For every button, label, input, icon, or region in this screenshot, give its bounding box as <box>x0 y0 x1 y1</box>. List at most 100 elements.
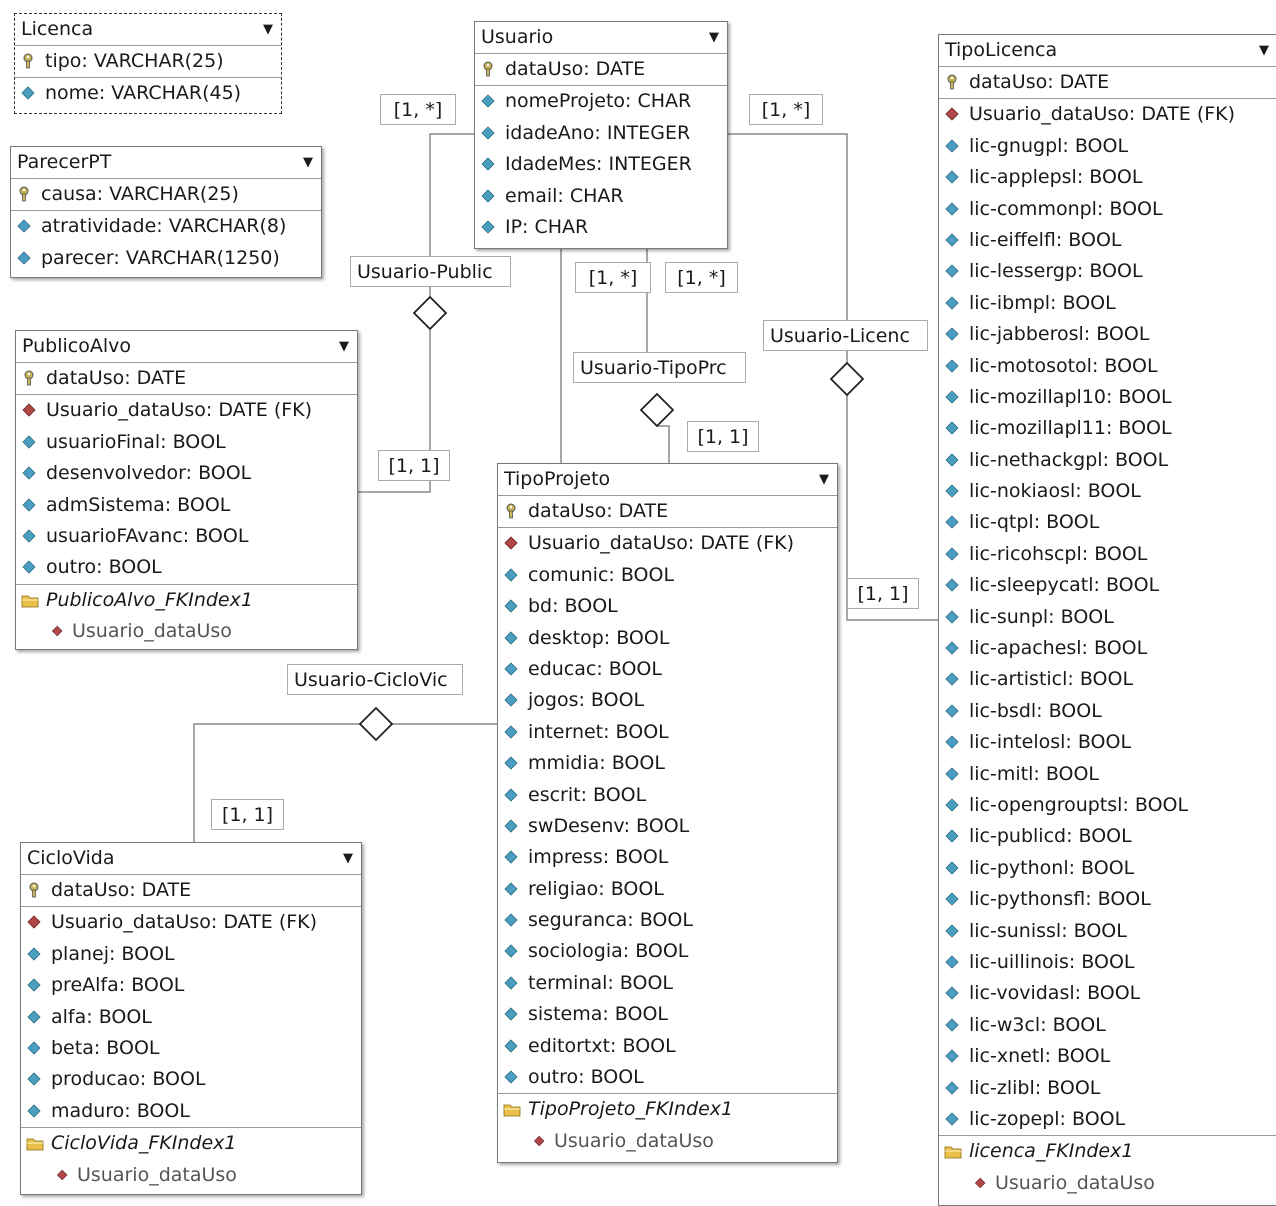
attribute-icon <box>504 568 518 582</box>
dropdown-arrow-icon[interactable]: ▼ <box>709 30 719 45</box>
attribute-icon <box>27 1041 41 1055</box>
attribute-icon <box>945 892 959 906</box>
row-text: swDesenv: BOOL <box>528 814 690 837</box>
attribute-row: lic-qtpl: BOOL <box>939 507 1276 538</box>
attribute-icon <box>504 1039 518 1053</box>
row-text: outro: BOOL <box>528 1066 644 1089</box>
primary-key-section: dataUso: DATE <box>498 496 837 529</box>
attribute-row: educac: BOOL <box>498 654 837 685</box>
dropdown-arrow-icon[interactable]: ▼ <box>343 851 353 866</box>
entity-ciclovida[interactable]: CicloVida▼ dataUso: DATE Usuario_dataUso: … <box>20 842 362 1195</box>
attribute-row: comunic: BOOL <box>498 560 837 591</box>
row-text: idadeAno: INTEGER <box>505 121 691 144</box>
attribute-icon <box>27 947 41 961</box>
attribute-icon <box>504 662 518 676</box>
attribute-icon <box>945 1018 959 1032</box>
entity-title[interactable]: Licenca ▼ <box>15 14 281 46</box>
attribute-icon <box>945 610 959 624</box>
entity-parecerpt[interactable]: ParecerPT▼causa: VARCHAR(25)atratividade… <box>10 146 322 278</box>
attribute-icon <box>945 139 959 153</box>
dropdown-arrow-icon[interactable]: ▼ <box>303 155 313 170</box>
index-row: CicloVida_FKIndex1 <box>21 1128 361 1159</box>
attribute-icon <box>945 390 959 404</box>
entity-title[interactable]: ParecerPT▼ <box>11 147 321 179</box>
attribute-row: outro: BOOL <box>498 1062 837 1093</box>
attribute-icon <box>945 264 959 278</box>
row-text: Usuario_dataUso <box>77 1163 237 1186</box>
attribute-row: lic-opengrouptsl: BOOL <box>939 790 1276 821</box>
attribute-row: impress: BOOL <box>498 842 837 873</box>
dropdown-arrow-icon[interactable]: ▼ <box>1259 43 1269 58</box>
multiplicity-tipoprojeto-right: [1, *] <box>665 262 738 293</box>
dropdown-arrow-icon[interactable]: ▼ <box>339 339 349 354</box>
multiplicity-licenca-bottom: [1, 1] <box>847 578 919 609</box>
attribute-row: email: CHAR <box>475 181 727 212</box>
attribute-row: swDesenv: BOOL <box>498 811 837 842</box>
primary-key-row: dataUso: DATE <box>16 363 357 394</box>
foreign-key-icon <box>945 107 959 121</box>
row-text: admSistema: BOOL <box>46 493 231 516</box>
dropdown-arrow-icon[interactable]: ▼ <box>819 472 829 487</box>
attribute-icon <box>945 1049 959 1063</box>
attribute-row: sistema: BOOL <box>498 999 837 1030</box>
entity-licenca[interactable]: Licenca▼tipo: VARCHAR(25)nome: VARCHAR(4… <box>14 13 282 114</box>
row-text: producao: BOOL <box>51 1068 206 1091</box>
row-text: preAlfa: BOOL <box>51 974 185 997</box>
entity-title-text: Licenca <box>21 18 94 40</box>
entity-title[interactable]: CicloVida▼ <box>21 843 361 875</box>
entity-title[interactable]: Usuario▼ <box>475 22 727 54</box>
diamond-usuario-licenca <box>829 361 865 397</box>
attribute-icon <box>945 578 959 592</box>
entity-title[interactable]: TipoLicenca▼ <box>939 35 1276 67</box>
attribute-row: lic-zopepl: BOOL <box>939 1104 1276 1135</box>
attribute-row: lic-commonpl: BOOL <box>939 194 1276 225</box>
index-column-row: Usuario_dataUso <box>939 1168 1276 1199</box>
attribute-row: maduro: BOOL <box>21 1096 361 1127</box>
attribute-row: outro: BOOL <box>16 552 357 583</box>
attribute-row: lic-nokiaosl: BOOL <box>939 476 1276 507</box>
connector-usuario-publico <box>429 133 474 297</box>
dropdown-arrow-icon[interactable]: ▼ <box>263 22 273 37</box>
index-folder-icon <box>944 1146 962 1159</box>
multiplicity-ciclovida-bottom: [1, 1] <box>211 799 284 830</box>
attribute-row: preAlfa: BOOL <box>21 970 361 1001</box>
entity-title[interactable]: PublicoAlvo ▼ <box>16 331 357 363</box>
attribute-icon <box>17 219 31 233</box>
entity-tipoprojeto[interactable]: TipoProjeto▼ dataUso: DATE Usuario_dataUso… <box>497 463 838 1163</box>
attribute-row: producao: BOOL <box>21 1064 361 1095</box>
primary-key-section: dataUso: DATE <box>16 363 357 396</box>
row-text: lic-applepsl: BOOL <box>969 166 1143 189</box>
attribute-row: IP: CHAR <box>475 212 727 243</box>
foreign-key-row: Usuario_dataUso: DATE (FK) <box>498 528 837 559</box>
entity-title-text: PublicoAlvo <box>22 335 131 357</box>
foreign-key-icon <box>51 625 63 637</box>
entity-tipolicenca[interactable]: TipoLicenca▼ dataUso: DATE Usuario_dataUso… <box>938 34 1276 1206</box>
attribute-row: lic-ibmpl: BOOL <box>939 288 1276 319</box>
row-text: Usuario_dataUso: DATE (FK) <box>969 103 1236 126</box>
row-text: dataUso: DATE <box>528 500 669 522</box>
attribute-row: lic-mozillapl10: BOOL <box>939 382 1276 413</box>
row-text: desktop: BOOL <box>528 626 670 649</box>
entity-title[interactable]: TipoProjeto▼ <box>498 464 837 496</box>
multiplicity-tipoprojeto-left: [1, *] <box>575 262 651 293</box>
row-text: dataUso: DATE <box>969 71 1110 93</box>
relationship-label-licenca: Usuario-Licenc <box>763 320 928 351</box>
attribute-icon <box>504 850 518 864</box>
attribute-icon <box>481 126 495 140</box>
attribute-row: lic-bsdl: BOOL <box>939 696 1276 727</box>
row-text: religiao: BOOL <box>528 877 664 900</box>
attribute-icon <box>945 861 959 875</box>
row-text: dataUso: DATE <box>51 879 192 901</box>
attribute-row: parecer: VARCHAR(1250) <box>11 243 321 274</box>
row-text: internet: BOOL <box>528 720 669 743</box>
attribute-row: internet: BOOL <box>498 717 837 748</box>
diamond-usuario-publico <box>412 295 448 331</box>
primary-key-icon <box>483 61 493 77</box>
attribute-row: planej: BOOL <box>21 939 361 970</box>
row-text: lic-publicd: BOOL <box>969 825 1132 848</box>
connector-ciclovida <box>193 723 360 842</box>
